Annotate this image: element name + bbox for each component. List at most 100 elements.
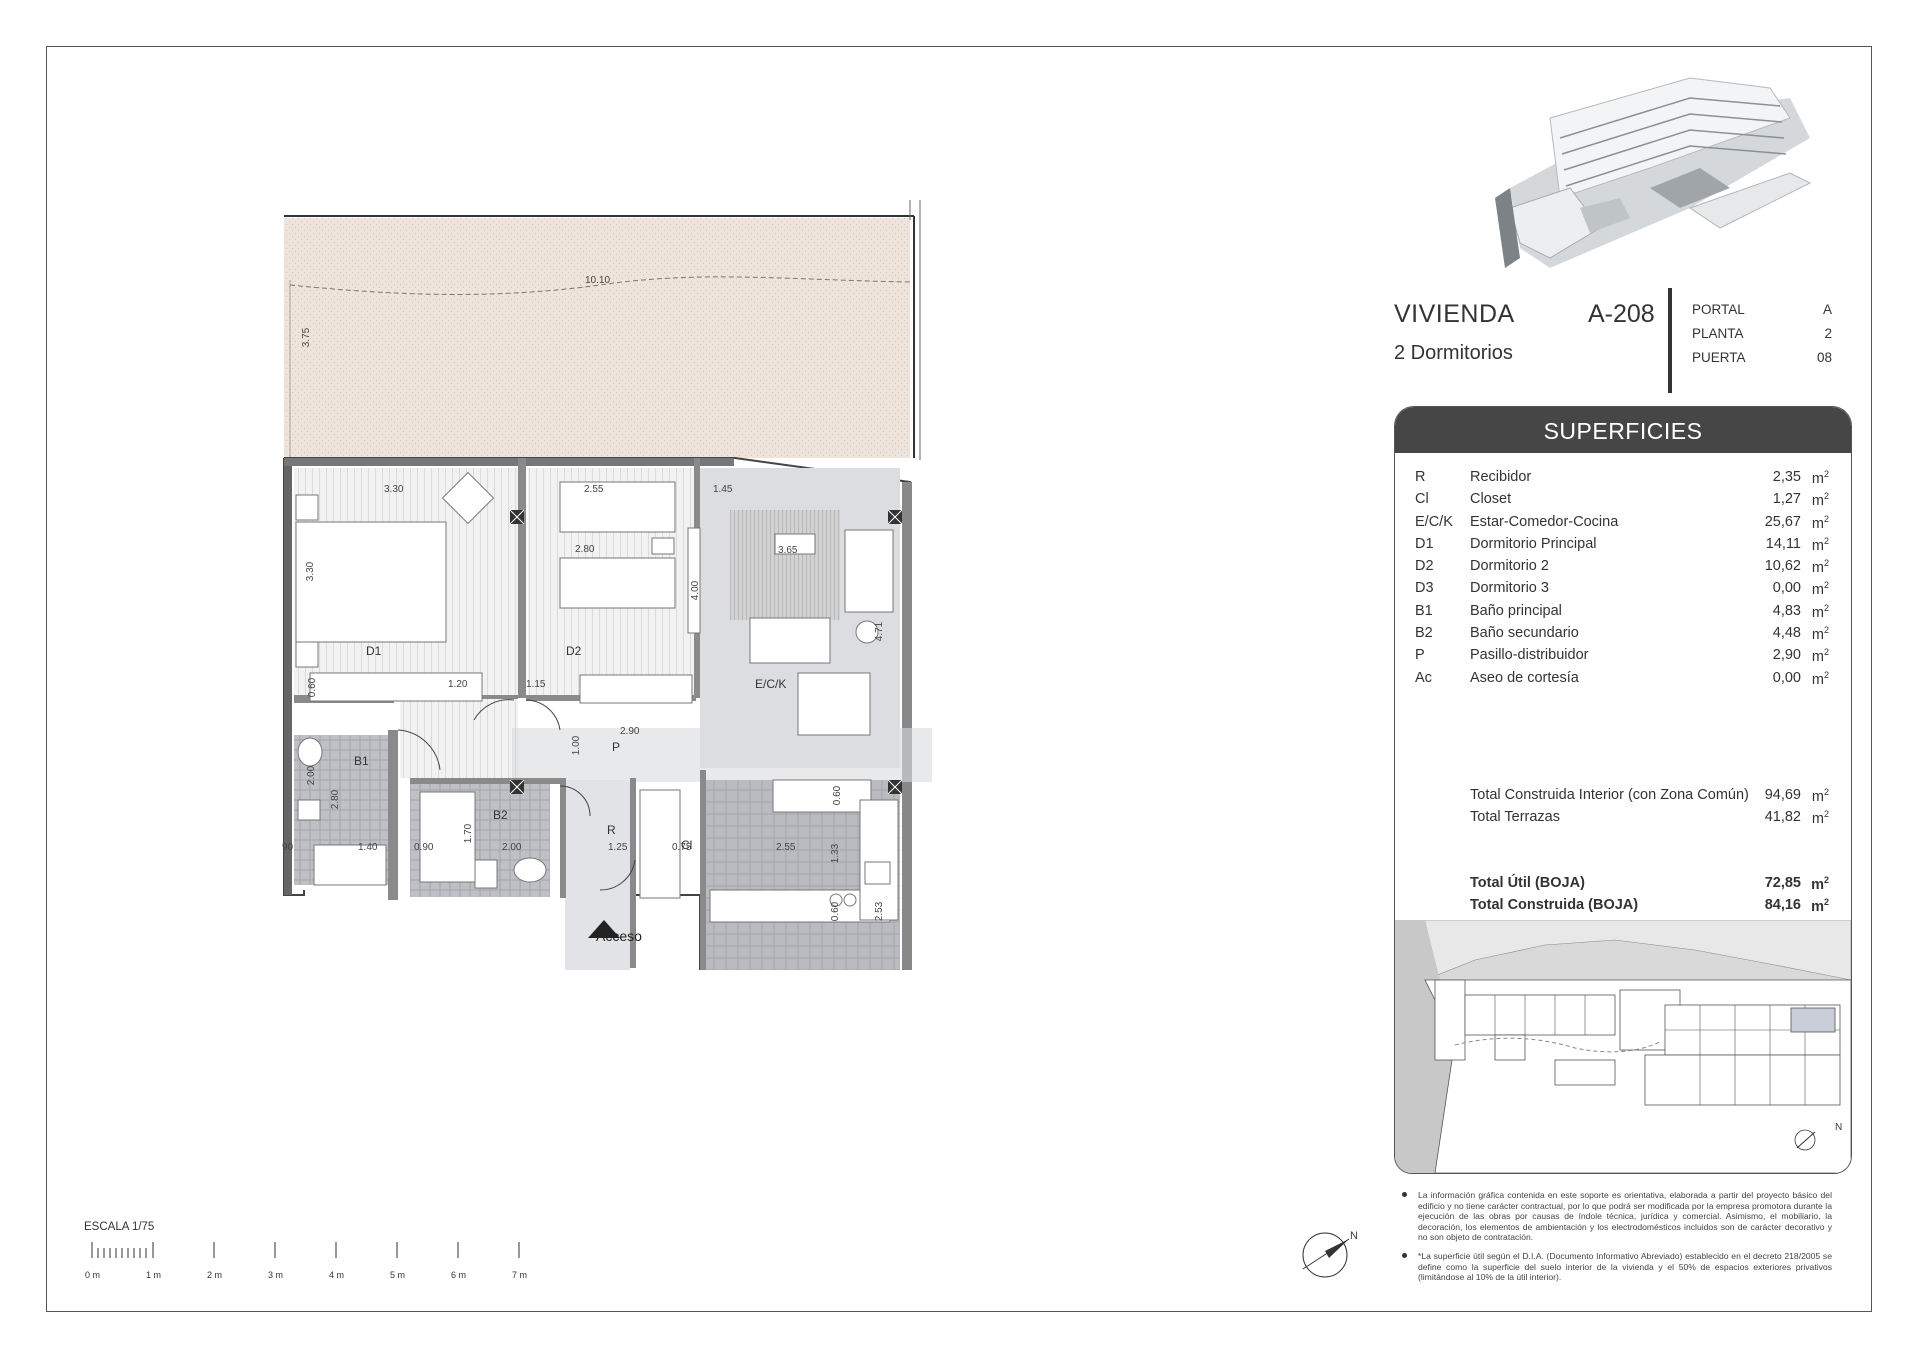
bullet-icon [1402, 1252, 1407, 1258]
room-label-p: P [612, 740, 621, 754]
page-frame [46, 46, 1872, 1312]
dim-label: 3.30 [384, 484, 404, 495]
meta-key: PUERTA [1692, 350, 1746, 365]
vivienda-label: VIVIENDA [1394, 300, 1515, 328]
scale-label: 6 m [451, 1270, 467, 1280]
dim-label: 3.65 [778, 545, 798, 556]
area-value: 2,35 [1772, 469, 1801, 485]
shower-tray [313, 844, 387, 886]
sofa [749, 617, 831, 664]
floor-plan [283, 200, 932, 970]
dim-label: 2.00 [306, 765, 318, 786]
boja-name: Total Construida (BOJA) [1470, 897, 1639, 914]
scale-label: 4 m [329, 1270, 345, 1280]
boja-totals-block: Total Útil (BOJA) 72,85 m2 Total Construid… [1415, 875, 1835, 920]
note-paragraph: *La superficie útil según el D.I.A. (Doc… [1400, 1251, 1832, 1283]
dim-label: 4.71 [874, 621, 886, 642]
area-name: Aseo de cortesía [1470, 669, 1579, 686]
area-name: Dormitorio 2 [1470, 558, 1549, 575]
area-name: Estar-Comedor-Cocina [1470, 513, 1619, 530]
dim-label: 2.55 [776, 842, 796, 853]
area-unit: m2 [1811, 469, 1829, 487]
dim-label: 1.70 [463, 823, 475, 844]
boja-value: 72,85 [1764, 875, 1801, 891]
meta-key: PLANTA [1692, 326, 1744, 341]
dining-table [797, 672, 871, 736]
dim-label: 1.33 [830, 843, 842, 864]
dim-label: 2.80 [575, 544, 595, 555]
area-name: Closet [1470, 491, 1512, 508]
area-unit: m2 [1811, 875, 1829, 893]
meta-row-portal: PORTAL A [1692, 302, 1832, 326]
area-unit: m2 [1811, 491, 1829, 510]
disclaimer-notes: La información gráfica contenida en este… [1400, 1190, 1832, 1291]
area-value: 4,83 [1772, 602, 1801, 619]
sink [297, 737, 323, 767]
scale-label: 1 m [146, 1270, 162, 1280]
unit-location-highlight [1790, 1007, 1836, 1033]
sitemap-north-label: N [1835, 1122, 1843, 1133]
boja-name: Total Útil (BOJA) [1470, 875, 1585, 891]
north-label: N [1350, 1230, 1358, 1242]
room-label-r: R [607, 823, 616, 837]
area-code: E/C/K [1415, 513, 1453, 530]
area-code: B2 [1415, 625, 1433, 642]
dim-label: 90 [282, 842, 294, 853]
single-bed [559, 557, 676, 609]
room-label-b2: B2 [493, 808, 508, 822]
area-unit: m2 [1811, 647, 1829, 666]
scale-label: 5 m [390, 1270, 406, 1280]
total-value: 94,69 [1764, 787, 1801, 803]
total-name: Total Construida Interior (con Zona Comú… [1470, 787, 1749, 803]
scale-label: 2 m [207, 1270, 223, 1280]
room-label-d1: D1 [366, 644, 382, 658]
single-bed [559, 481, 676, 533]
area-code: B1 [1415, 602, 1433, 619]
meta-key: PORTAL [1692, 302, 1745, 317]
dim-label: 3.75 [301, 327, 313, 348]
area-name: Recibidor [1470, 469, 1532, 485]
room-label-eck: E/C/K [755, 677, 787, 691]
access-arrow-icon [588, 920, 620, 938]
scale-bar [91, 1242, 520, 1258]
bullet-icon [1402, 1192, 1407, 1197]
dim-label: 3.30 [305, 561, 317, 582]
bedrooms-label: 2 Dormitorios [1394, 342, 1513, 364]
area-unit: m2 [1811, 513, 1829, 532]
area-code: Ac [1415, 669, 1432, 686]
dim-label: 2.00 [502, 842, 522, 853]
area-value: 1,27 [1772, 491, 1801, 508]
boja-row: Total Útil (BOJA) 72,85 m2 [1415, 875, 1835, 897]
room-label-b1: B1 [354, 754, 369, 768]
area-code: D2 [1415, 558, 1434, 575]
area-code: P [1415, 647, 1425, 664]
bathtub [419, 791, 476, 883]
area-name: Baño principal [1470, 602, 1562, 619]
dim-label: 1.25 [608, 842, 628, 853]
totals-block: Total Construida Interior (con Zona Comú… [1415, 787, 1835, 832]
dim-label: 0.90 [414, 842, 434, 853]
dim-label: 1.40 [358, 842, 378, 853]
access-label: Acceso [596, 928, 642, 944]
boja-value: 84,16 [1764, 897, 1801, 914]
armchair [844, 529, 894, 613]
header-divider [1668, 288, 1672, 393]
dim-label: 2.80 [330, 789, 342, 810]
area-value: 0,00 [1772, 669, 1801, 686]
area-value: 2,90 [1772, 647, 1801, 664]
room-label-cl: Cl [681, 838, 693, 852]
north-arrow-icon [1302, 1232, 1350, 1278]
dim-label: 1.45 [713, 484, 733, 495]
scale-label: 7 m [512, 1270, 528, 1280]
area-value: 0,00 [1772, 580, 1801, 597]
meta-row-puerta: PUERTA 08 [1692, 350, 1832, 374]
